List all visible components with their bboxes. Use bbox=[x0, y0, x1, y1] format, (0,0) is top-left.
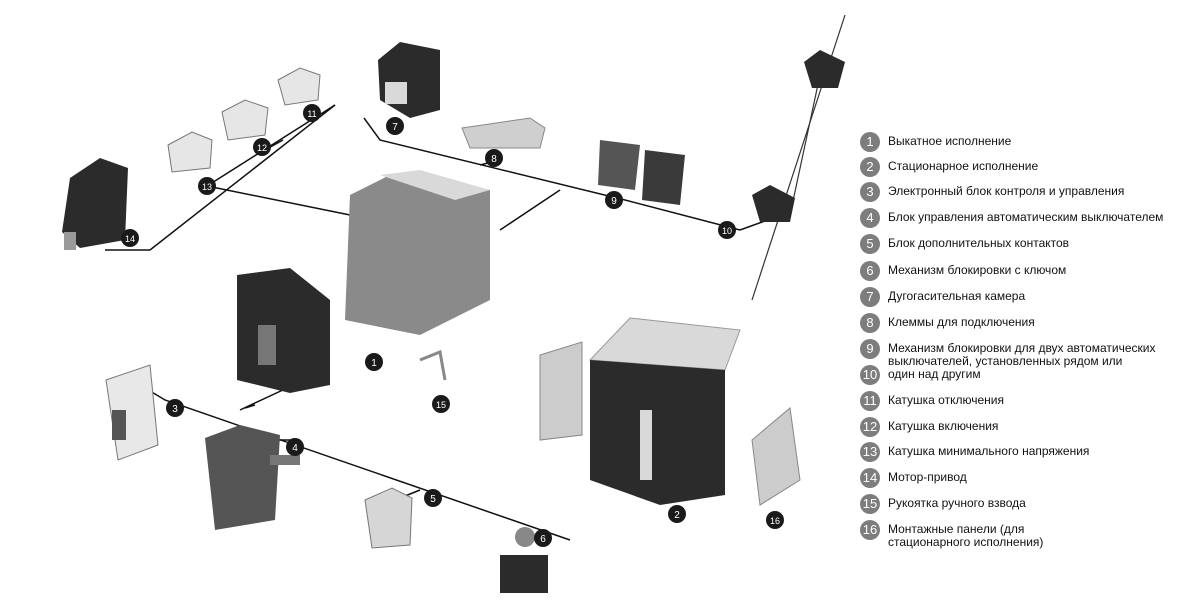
legend-item: 11 Катушка отключения bbox=[860, 391, 1004, 411]
legend-item: 10 один над другим bbox=[860, 365, 981, 385]
legend-item: 1 Выкатное исполнение bbox=[860, 132, 1011, 152]
legend-item: 15 Рукоятка ручного взвода bbox=[860, 494, 1026, 514]
legend-item: 9 Механизм блокировки для двух автоматиче… bbox=[860, 339, 1155, 368]
badge-16: 16 bbox=[766, 511, 784, 529]
legend-number: 7 bbox=[860, 287, 880, 307]
legend-number: 14 bbox=[860, 468, 880, 488]
key-lock-image bbox=[500, 527, 548, 593]
badge-4: 4 bbox=[286, 438, 304, 456]
legend-label: Механизм блокировки для двух автоматичес… bbox=[888, 341, 1156, 368]
withdrawable-breaker-image bbox=[237, 170, 490, 393]
legend-label: Катушка минимального напряжения bbox=[888, 444, 1090, 458]
legend-number: 3 bbox=[860, 182, 880, 202]
legend-number: 1 bbox=[860, 132, 880, 152]
legend-label: Блок дополнительных контактов bbox=[888, 236, 1070, 250]
svg-text:5: 5 bbox=[430, 494, 436, 505]
svg-text:11: 11 bbox=[307, 109, 316, 119]
legend-number: 10 bbox=[860, 365, 880, 385]
badge-15: 15 bbox=[432, 395, 450, 413]
legend-item: 6 Механизм блокировки с ключом bbox=[860, 261, 1066, 281]
svg-text:10: 10 bbox=[722, 226, 732, 236]
legend-label: один над другим bbox=[888, 367, 981, 381]
svg-text:6: 6 bbox=[540, 534, 546, 545]
legend-number: 8 bbox=[860, 313, 880, 333]
svg-text:7: 7 bbox=[392, 122, 398, 133]
cable-bracket-image bbox=[752, 50, 845, 222]
svg-text:14: 14 bbox=[125, 234, 135, 244]
interlock-plates-image bbox=[598, 140, 685, 205]
badge-6: 6 bbox=[534, 529, 552, 547]
legend-item: 8 Клеммы для подключения bbox=[860, 313, 1035, 333]
badge-2: 2 bbox=[668, 505, 686, 523]
legend-item: 2 Стационарное исполнение bbox=[860, 157, 1038, 177]
legend-item: 16 Монтажные панели (для стационарного ис… bbox=[860, 520, 1043, 549]
svg-text:4: 4 bbox=[292, 443, 298, 454]
svg-text:16: 16 bbox=[770, 516, 780, 526]
svg-text:12: 12 bbox=[257, 143, 267, 153]
aux-contacts-image bbox=[364, 487, 413, 549]
svg-text:8: 8 bbox=[491, 154, 497, 165]
legend-item: 4 Блок управления автоматическим выключат… bbox=[860, 208, 1163, 228]
terminal-block-image bbox=[461, 117, 546, 149]
legend-label: Дугогасительная камера bbox=[888, 289, 1026, 303]
badge-13: 13 bbox=[198, 177, 216, 195]
badge-12: 12 bbox=[253, 138, 271, 156]
legend-number: 16 bbox=[860, 520, 880, 540]
arc-chute-image bbox=[378, 42, 440, 118]
legend-label: Мотор-привод bbox=[888, 470, 967, 484]
svg-text:3: 3 bbox=[172, 404, 178, 415]
badge-8: 8 bbox=[485, 149, 503, 167]
legend-label: Клеммы для подключения bbox=[888, 315, 1035, 329]
badge-11: 11 bbox=[303, 104, 321, 122]
legend-label: Монтажные панели (для стационарного испо… bbox=[888, 522, 1044, 549]
legend-number: 4 bbox=[860, 208, 880, 228]
svg-text:13: 13 bbox=[202, 182, 212, 192]
badge-5: 5 bbox=[424, 489, 442, 507]
fixed-breaker-image bbox=[539, 317, 741, 505]
control-unit-image bbox=[105, 364, 159, 461]
legend-number: 11 bbox=[860, 391, 880, 411]
badge-14: 14 bbox=[121, 229, 139, 247]
legend-number: 15 bbox=[860, 494, 880, 514]
legend-number: 6 bbox=[860, 261, 880, 281]
svg-text:2: 2 bbox=[674, 510, 680, 521]
svg-text:15: 15 bbox=[436, 400, 446, 410]
legend-item: 5 Блок дополнительных контактов bbox=[860, 234, 1069, 254]
svg-text:1: 1 bbox=[371, 358, 377, 369]
breaker-control-image bbox=[205, 425, 300, 530]
legend-number: 12 bbox=[860, 417, 880, 437]
legend-item: 7 Дугогасительная камера bbox=[860, 287, 1025, 307]
motor-drive-image bbox=[62, 158, 128, 250]
svg-text:9: 9 bbox=[611, 196, 617, 207]
badge-1: 1 bbox=[365, 353, 383, 371]
legend-label: Катушка включения bbox=[888, 419, 999, 433]
legend-item: 12 Катушка включения bbox=[860, 417, 998, 437]
legend-label: Рукоятка ручного взвода bbox=[888, 496, 1026, 510]
legend-number: 13 bbox=[860, 442, 880, 462]
coil-images bbox=[167, 67, 321, 173]
legend-label: Стационарное исполнение bbox=[888, 159, 1039, 173]
legend-label: Механизм блокировки с ключом bbox=[888, 263, 1067, 277]
badge-7: 7 bbox=[386, 117, 404, 135]
mounting-panel-image bbox=[751, 407, 801, 506]
badge-10: 10 bbox=[718, 221, 736, 239]
legend-label: Катушка отключения bbox=[888, 393, 1004, 407]
legend-label: Электронный блок контроля и управления bbox=[888, 184, 1125, 198]
badge-9: 9 bbox=[605, 191, 623, 209]
legend-label: Блок управления автоматическим выключате… bbox=[888, 210, 1164, 224]
legend-item: 13 Катушка минимального напряжения bbox=[860, 442, 1089, 462]
legend-item: 14 Мотор-привод bbox=[860, 468, 967, 488]
legend-number: 9 bbox=[860, 339, 880, 359]
badge-3: 3 bbox=[166, 399, 184, 417]
legend-number: 2 bbox=[860, 157, 880, 177]
legend-item: 3 Электронный блок контроля и управления bbox=[860, 182, 1124, 202]
legend-number: 5 bbox=[860, 234, 880, 254]
charging-handle-image bbox=[419, 349, 447, 381]
legend-label: Выкатное исполнение bbox=[888, 134, 1012, 148]
